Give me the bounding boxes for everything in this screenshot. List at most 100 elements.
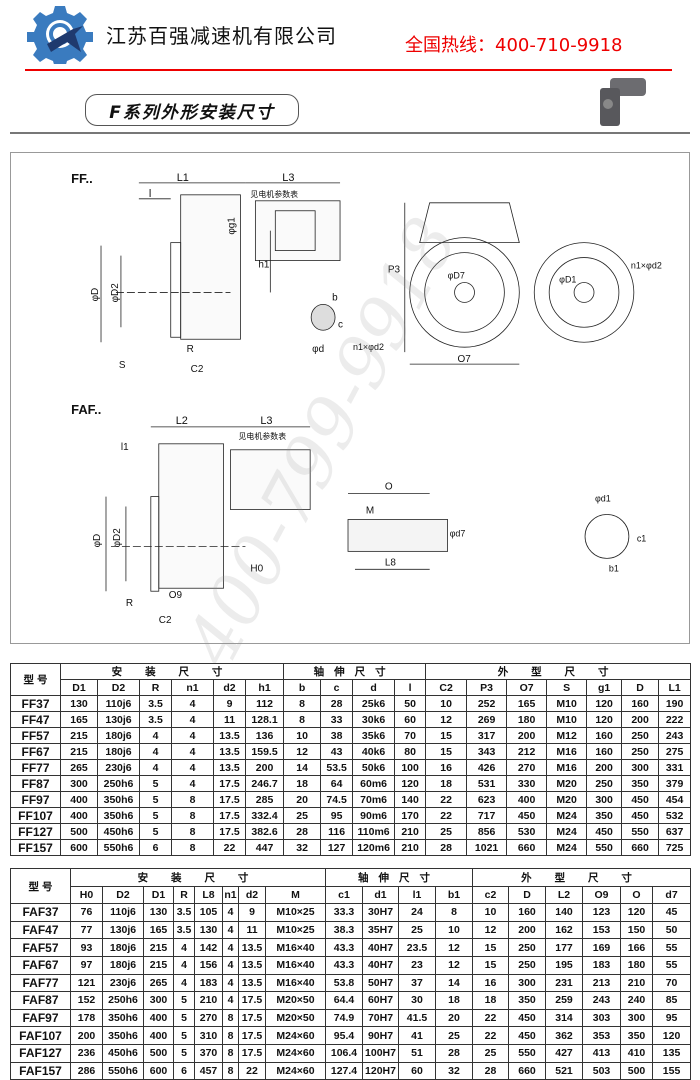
- value-cell: 4: [171, 759, 214, 776]
- value-cell: 4: [139, 743, 172, 760]
- value-cell: 90m6: [352, 807, 396, 824]
- value-cell: 180: [620, 955, 654, 975]
- value-cell: 17.5: [213, 791, 246, 808]
- column-header: d: [352, 679, 396, 696]
- value-cell: 17.5: [238, 991, 266, 1010]
- model-cell: FF67: [10, 743, 61, 760]
- value-cell: 22: [472, 1008, 510, 1028]
- value-cell: 22: [425, 807, 468, 824]
- value-cell: 717: [466, 807, 508, 824]
- value-cell: 240: [620, 991, 654, 1010]
- value-cell: 77: [70, 920, 103, 940]
- column-header: h1: [244, 679, 285, 696]
- value-cell: 400: [60, 807, 98, 824]
- value-cell: 8: [222, 1061, 239, 1080]
- model-cell: FF97: [10, 791, 61, 808]
- value-cell: 450: [586, 823, 623, 840]
- value-cell: 4: [222, 973, 239, 993]
- value-cell: 3.5: [173, 920, 195, 940]
- column-header: D1: [60, 679, 98, 696]
- value-cell: M10: [546, 711, 588, 728]
- value-cell: 28: [472, 1061, 510, 1080]
- value-cell: 97: [70, 955, 103, 975]
- value-cell: 130: [194, 920, 223, 940]
- value-cell: 856: [466, 823, 508, 840]
- value-cell: 230j6: [97, 759, 140, 776]
- value-cell: 3.5: [139, 711, 172, 728]
- value-cell: 9: [213, 695, 246, 712]
- column-header: D: [508, 885, 547, 905]
- value-cell: 8: [283, 711, 322, 728]
- value-cell: 120m6: [352, 839, 396, 856]
- value-cell: 353: [582, 1026, 622, 1045]
- value-cell: 314: [545, 1008, 584, 1028]
- value-cell: 18: [283, 775, 322, 792]
- value-cell: 410: [620, 1043, 654, 1063]
- svg-text:L3: L3: [260, 415, 272, 427]
- column-header: c2: [472, 885, 510, 905]
- value-cell: 43.3: [325, 955, 364, 975]
- value-cell: 521: [545, 1061, 584, 1080]
- model-cell: FAF97: [10, 1008, 71, 1028]
- company-name: 江苏百强减速机有限公司: [106, 24, 337, 48]
- svg-text:M: M: [366, 506, 374, 517]
- value-cell: 8: [171, 791, 214, 808]
- column-header: M: [264, 885, 327, 905]
- value-cell: 25: [435, 1026, 474, 1045]
- value-cell: 76: [70, 903, 103, 922]
- value-cell: 400: [143, 1026, 174, 1045]
- value-cell: 303: [582, 1008, 622, 1028]
- value-cell: 5: [173, 1043, 195, 1063]
- value-cell: 142: [194, 938, 223, 957]
- model-cell: FAF87: [10, 991, 71, 1010]
- value-cell: 550h6: [97, 839, 140, 856]
- value-cell: 53.5: [320, 759, 354, 776]
- value-cell: 450h6: [102, 1043, 144, 1063]
- value-cell: 252: [466, 695, 508, 712]
- value-cell: 80: [394, 743, 427, 760]
- value-cell: 500: [60, 823, 98, 840]
- value-cell: 22: [425, 791, 468, 808]
- value-cell: 127: [320, 839, 354, 856]
- value-cell: 60: [394, 711, 427, 728]
- value-cell: 170: [394, 807, 427, 824]
- value-cell: 8: [283, 695, 322, 712]
- value-cell: 5: [139, 791, 172, 808]
- value-cell: M16×40: [264, 938, 327, 957]
- value-cell: 177: [545, 938, 584, 957]
- value-cell: M16: [546, 759, 588, 776]
- value-cell: 64: [320, 775, 354, 792]
- model-cell: FAF157: [10, 1061, 71, 1080]
- value-cell: 600: [60, 839, 98, 856]
- value-cell: 28: [283, 823, 322, 840]
- value-cell: 362: [545, 1026, 584, 1045]
- svg-text:O: O: [385, 482, 393, 493]
- value-cell: 120: [394, 775, 427, 792]
- value-cell: 37: [398, 973, 437, 993]
- value-cell: 17.5: [238, 1026, 266, 1045]
- value-cell: M24×60: [264, 1061, 327, 1080]
- svg-text:c: c: [338, 319, 343, 330]
- value-cell: 10: [425, 695, 468, 712]
- value-cell: 550h6: [102, 1061, 144, 1080]
- value-cell: 623: [466, 791, 508, 808]
- value-cell: 450: [621, 807, 660, 824]
- value-cell: 413: [582, 1043, 622, 1063]
- value-cell: 15: [472, 955, 510, 975]
- column-header: d2: [238, 885, 266, 905]
- value-cell: 93: [70, 938, 103, 957]
- value-cell: M16×40: [264, 955, 327, 975]
- header-divider: [25, 69, 672, 71]
- svg-text:n1×φd2: n1×φd2: [353, 342, 384, 352]
- value-cell: 330: [506, 775, 548, 792]
- value-cell: 200: [70, 1026, 103, 1045]
- value-cell: 12: [283, 743, 322, 760]
- value-cell: 231: [545, 973, 584, 993]
- column-header: l1: [398, 885, 437, 905]
- value-cell: 317: [466, 727, 508, 744]
